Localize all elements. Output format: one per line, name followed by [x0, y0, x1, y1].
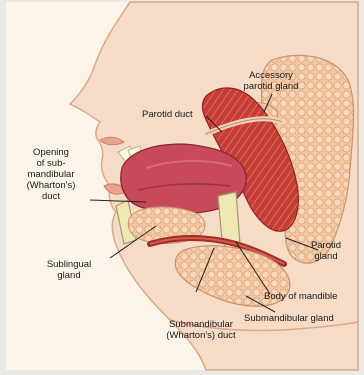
parotid-gland-label: Parotid gland: [304, 240, 348, 262]
sublingual-gland-label: Sublingual gland: [40, 259, 98, 281]
opening-wharton-duct-label: Opening of sub- mandibular (Wharton's) d…: [20, 147, 82, 202]
submandibular-duct-label: Submandibular (Wharton's) duct: [156, 319, 246, 341]
body-of-mandible-label: Body of mandible: [264, 291, 337, 302]
submandibular-gland-label: Submandibular gland: [244, 313, 334, 324]
accessory-parotid-gland-label: Accessory parotid gland: [226, 70, 316, 92]
parotid-duct-label: Parotid duct: [142, 109, 193, 120]
